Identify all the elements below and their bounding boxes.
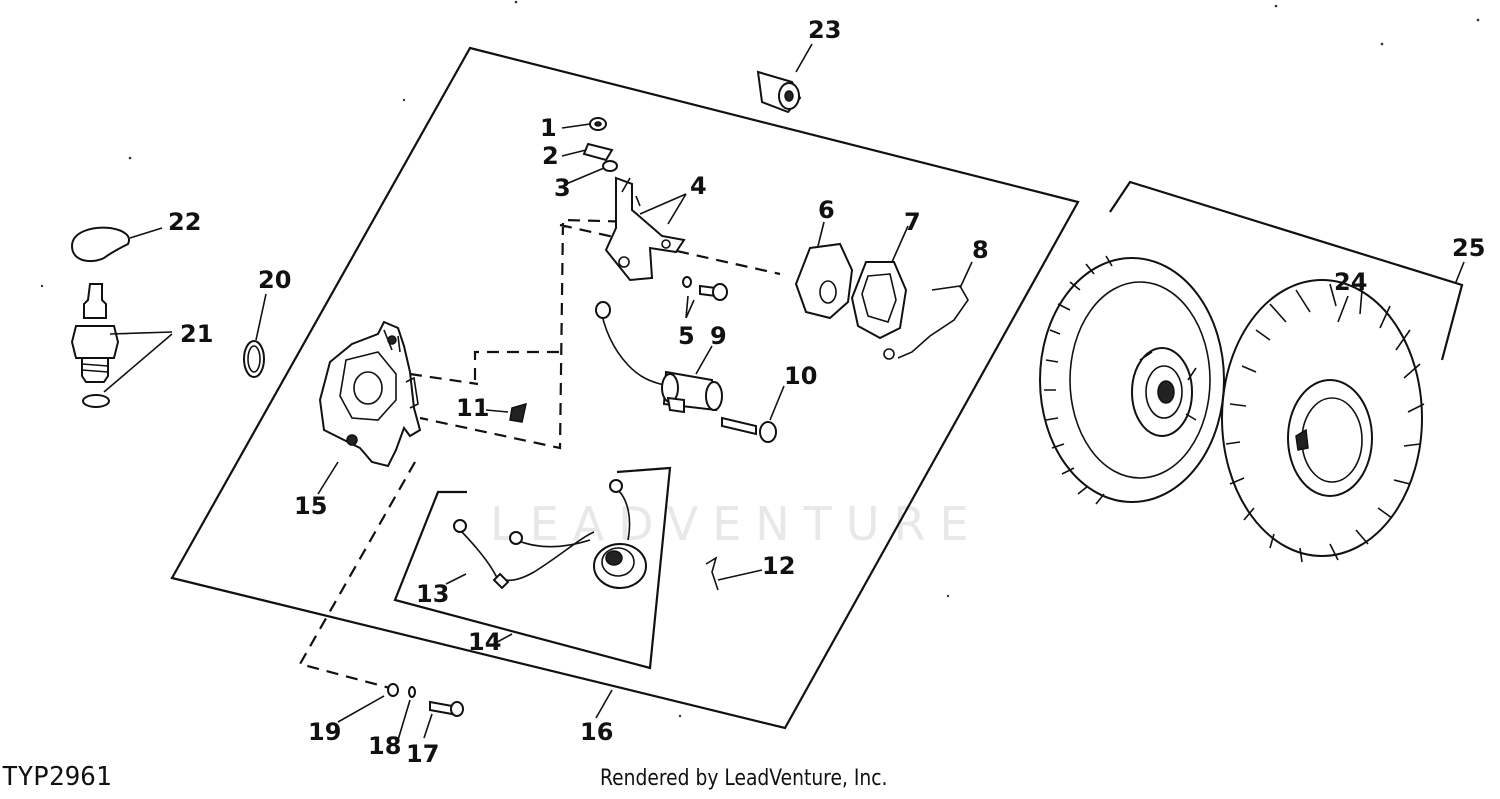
ignition-assembly-group-outline	[170, 46, 1080, 730]
dashed-leader-points	[419, 218, 781, 450]
nut-19	[387, 683, 399, 697]
callout-16: 16	[580, 718, 613, 746]
ignition-coil-13	[453, 479, 647, 590]
spring-clip-12	[705, 556, 719, 591]
callout-12: 12	[762, 552, 795, 580]
washer-2	[582, 142, 614, 162]
callout-17: 17	[406, 740, 439, 768]
breaker-housing-15	[318, 320, 422, 468]
dashed-leader-condenser	[473, 350, 560, 380]
callout-18: 18	[368, 732, 401, 760]
coil-group-outline	[393, 466, 672, 670]
callout-24: 24	[1334, 268, 1367, 296]
callout-15: 15	[294, 492, 327, 520]
callout-5: 5	[678, 322, 695, 350]
leader-lines	[103, 43, 1465, 741]
condenser-9	[595, 301, 723, 414]
callout-2: 2	[542, 142, 559, 170]
cover-7	[850, 261, 908, 340]
callout-20: 20	[258, 266, 291, 294]
nut-1	[589, 117, 607, 131]
callout-4: 4	[690, 172, 707, 200]
callout-11: 11	[456, 394, 489, 422]
callout-8: 8	[972, 236, 989, 264]
callout-23: 23	[808, 16, 841, 44]
callout-19: 19	[308, 718, 341, 746]
callout-1: 1	[540, 114, 557, 142]
gasket-6	[794, 242, 854, 320]
figure-code: TYP2961	[2, 762, 112, 792]
clip-8	[883, 285, 969, 360]
spark-plug-boot-22	[70, 226, 130, 263]
washer-3	[602, 160, 618, 172]
flywheel	[1039, 255, 1225, 505]
callout-21: 21	[180, 320, 213, 348]
callout-13: 13	[416, 580, 449, 608]
screw-17	[429, 700, 464, 717]
screw-5	[682, 276, 728, 301]
o-ring-20	[243, 340, 265, 378]
callout-6: 6	[818, 196, 835, 224]
callout-3: 3	[554, 174, 571, 202]
flywheel-fan-24	[1221, 279, 1425, 563]
callout-25: 25	[1452, 234, 1485, 262]
dashed-leader-bracket	[409, 372, 479, 386]
callout-14: 14	[468, 628, 501, 656]
breaker-points-4	[604, 176, 686, 282]
callout-10: 10	[784, 362, 817, 390]
spark-plug-21	[70, 283, 120, 408]
flywheel-group-bracket	[1109, 180, 1464, 361]
render-credit: Rendered by LeadVenture, Inc.	[600, 766, 888, 791]
callout-22: 22	[168, 208, 201, 236]
screw-10	[721, 416, 777, 443]
scan-specks	[40, 0, 1480, 718]
bushing-23	[756, 70, 802, 114]
callout-9: 9	[710, 322, 727, 350]
callout-7: 7	[904, 208, 921, 236]
washer-18	[408, 686, 416, 698]
clip-11	[509, 402, 528, 423]
